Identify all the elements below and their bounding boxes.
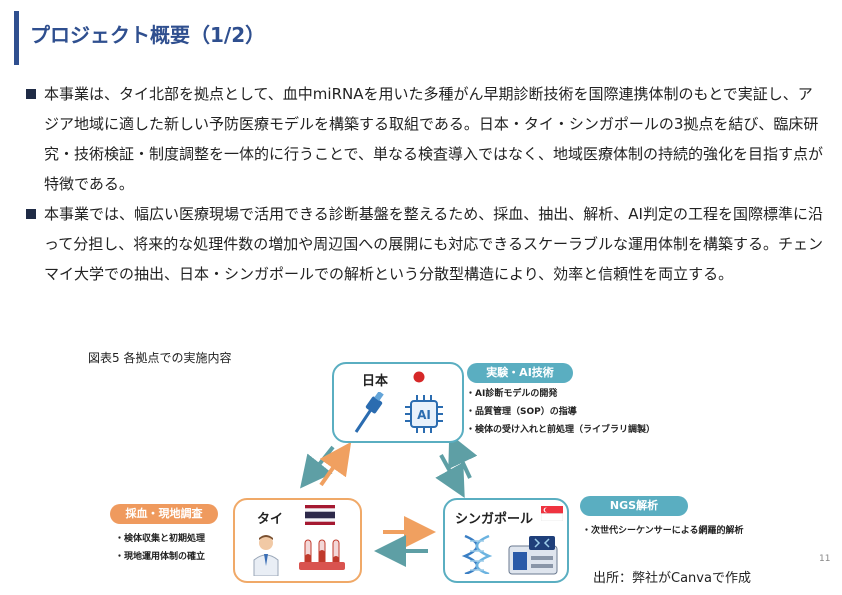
page-title: プロジェクト概要（1/2） (30, 23, 266, 47)
bullet-text: 本事業では、幅広い医療現場で活用できる診断基盤を整えるため、採血、抽出、解析、A… (44, 205, 823, 283)
bullet-text: 本事業は、タイ北部を拠点として、血中miRNAを用いた多種がん早期診断技術を国際… (44, 85, 823, 193)
japan-label: 日本 (362, 374, 389, 389)
japan-task-list: ・AI診断モデルの開発 ・品質管理（SOP）の指導 ・検体の受け入れと前処理（ラ… (466, 385, 655, 439)
list-item: ・検体収集と初期処理 (115, 534, 206, 544)
japan-flag-icon (406, 368, 432, 386)
list-item: ・現地運用体制の確立 (115, 552, 206, 562)
japan-tag: 実験・AI技術 (467, 363, 573, 383)
thai-tag: 採血・現地調査 (110, 504, 218, 524)
arrow-singapore-to-japan (448, 433, 478, 479)
list-item: ・品質管理（SOP）の指導 (466, 407, 577, 417)
test-tubes-icon (299, 539, 345, 570)
singapore-flag-icon (541, 506, 563, 521)
thai-hub-box: タイ (233, 498, 362, 583)
list-item: ・検体の受け入れと前処理（ライブラリ調製） (466, 425, 656, 435)
bullet-square-icon (26, 209, 36, 219)
page-number: 11 (819, 554, 831, 564)
bullet-item: 本事業は、タイ北部を拠点として、血中miRNAを用いた多種がん早期診断技術を国際… (26, 79, 826, 199)
japan-hub-box: 日本 AI (332, 362, 464, 443)
source-note: 出所：弊社がCanvaで作成 (593, 571, 751, 586)
singapore-tag: NGS解析 (580, 496, 688, 516)
list-item: ・AI診断モデルの開発 (466, 389, 558, 399)
thai-label: タイ (257, 512, 284, 527)
sequencer-icon (508, 536, 558, 575)
bullet-item: 本事業では、幅広い医療現場で活用できる診断基盤を整えるため、採血、抽出、解析、A… (26, 199, 826, 289)
singapore-hub-box: シンガポール (443, 498, 569, 583)
bullet-list: 本事業は、タイ北部を拠点として、血中miRNAを用いた多種がん早期診断技術を国際… (26, 79, 826, 289)
pipette-icon (354, 392, 384, 433)
list-item: ・次世代シーケンサーによる網羅的解析 (582, 526, 744, 536)
bullet-square-icon (26, 89, 36, 99)
thai-task-list: ・検体収集と初期処理 ・現地運用体制の確立 (115, 530, 205, 566)
title-accent-bar (14, 11, 19, 65)
arrow-thai-to-japan (319, 441, 352, 487)
singapore-task-list: ・次世代シーケンサーによる網羅的解析 (582, 522, 743, 540)
ai-chip-icon: AI (405, 395, 443, 433)
thailand-flag-icon (305, 505, 335, 525)
doctor-icon (253, 535, 279, 576)
singapore-label: シンガポール (455, 512, 534, 527)
dna-icon (461, 534, 493, 574)
ai-chip-text: AI (417, 408, 431, 422)
arrow-japan-to-singapore (435, 454, 465, 499)
figure-caption: 図表5 各拠点での実施内容 (88, 351, 232, 365)
